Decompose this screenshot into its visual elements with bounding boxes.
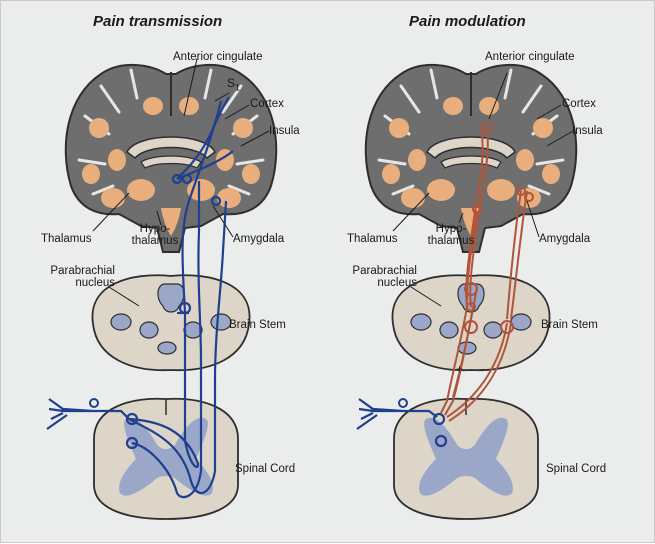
left-transmission-pathways (128, 96, 234, 499)
right-panel (356, 63, 578, 520)
left-label-anterior-cingulate: Anterior cingulate (173, 51, 263, 63)
right-cingulate-neuron (481, 121, 493, 133)
right-amygdala-neuron-1 (516, 186, 526, 196)
left-panel-title: Pain transmission (93, 13, 223, 30)
left-label-hypothalamus: Hypo-thalamus (131, 223, 179, 247)
right-label-spinal-cord: Spinal Cord (546, 463, 607, 475)
right-label-minus: - (480, 362, 484, 376)
right-label-anterior-cingulate: Anterior cingulate (485, 51, 575, 63)
right-drg-cell (398, 398, 408, 408)
left-thalamus-neuron-2 (181, 173, 193, 185)
left-amygdala-neuron (210, 195, 222, 207)
left-drg-cell (89, 398, 99, 408)
left-peripheral-nerve (46, 398, 130, 430)
left-spinalcord-illustration (93, 397, 239, 520)
right-peripheral-nerve (356, 398, 438, 430)
right-dorsal-horn-neuron-1 (432, 412, 446, 426)
right-label-hypothalamus: Hypo-thalamus (427, 223, 475, 247)
right-hypothalamus-neuron (472, 204, 482, 214)
left-thalamus-neuron-1 (171, 173, 183, 185)
right-pag-neuron-1 (464, 282, 478, 296)
left-parabrachial-neuron (178, 301, 192, 315)
left-label-brain-stem: Brain Stem (229, 319, 286, 331)
right-label-amygdala: Amygdala (539, 233, 591, 245)
left-label-amygdala: Amygdala (233, 233, 285, 245)
right-label-insula: Insula (572, 125, 603, 137)
right-amygdala-neuron-2 (524, 192, 534, 202)
right-modulation-pathways (440, 128, 528, 422)
left-label-cortex: Cortex (250, 98, 284, 110)
right-spinalcord-illustration (393, 397, 539, 520)
right-label-plus: + (456, 362, 464, 376)
right-pag-neuron-2 (466, 302, 476, 312)
right-label-cortex: Cortex (562, 98, 596, 110)
left-label-thalamus: Thalamus (41, 233, 92, 245)
right-dorsal-horn-neuron-2 (434, 434, 448, 448)
left-label-spinal-cord: Spinal Cord (235, 463, 296, 475)
left-brainstem-illustration (91, 274, 251, 372)
left-dorsal-horn-neuron-1 (125, 412, 139, 426)
right-rvm-neuron-1 (464, 320, 478, 334)
left-dorsal-horn-neuron-2 (125, 436, 139, 450)
right-label-brain-stem: Brain Stem (541, 319, 598, 331)
right-label-thalamus: Thalamus (347, 233, 398, 245)
right-label-parabrachial: Parabrachial nucleus (352, 265, 417, 289)
right-rvm-neuron-2 (500, 320, 514, 334)
right-panel-title: Pain modulation (409, 13, 526, 30)
left-label-s1: S1 (227, 76, 241, 93)
left-label-insula: Insula (269, 125, 300, 137)
left-label-parabrachial: Parabrachial nucleus (50, 265, 115, 289)
left-panel (46, 58, 278, 520)
